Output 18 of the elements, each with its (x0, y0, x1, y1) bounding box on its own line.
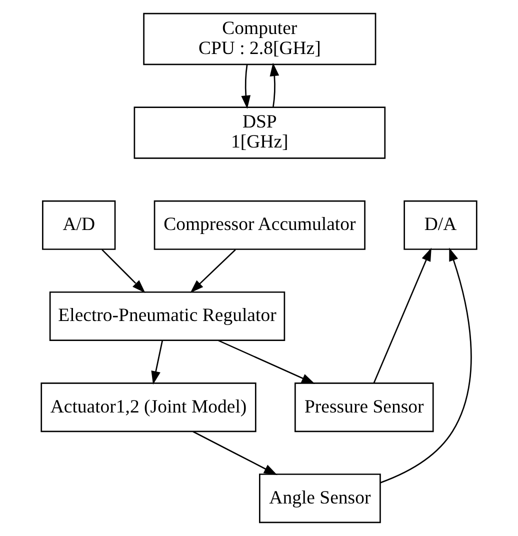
arrow (218, 340, 316, 384)
arrow (190, 249, 236, 293)
arrow (102, 249, 146, 293)
arrow (380, 248, 472, 484)
node-box: A/D (42, 200, 116, 250)
node-box: Electro-Pneumatic Regulator (49, 291, 286, 341)
arrow (192, 431, 278, 476)
node-box: Pressure Sensor (294, 382, 434, 432)
arrow (373, 248, 432, 384)
node-box: Actuator1,2 (Joint Model) (40, 382, 256, 432)
arrow (151, 340, 163, 385)
node-box: Angle Sensor (259, 474, 381, 524)
arrow (270, 62, 280, 108)
arrow (241, 64, 251, 109)
node-box: Compressor Accumulator (154, 200, 366, 250)
node-box: DSP 1[GHz] (134, 106, 386, 159)
node-box: Computer CPU : 2.8[GHz] (143, 12, 376, 66)
node-box: D/A (404, 200, 478, 250)
